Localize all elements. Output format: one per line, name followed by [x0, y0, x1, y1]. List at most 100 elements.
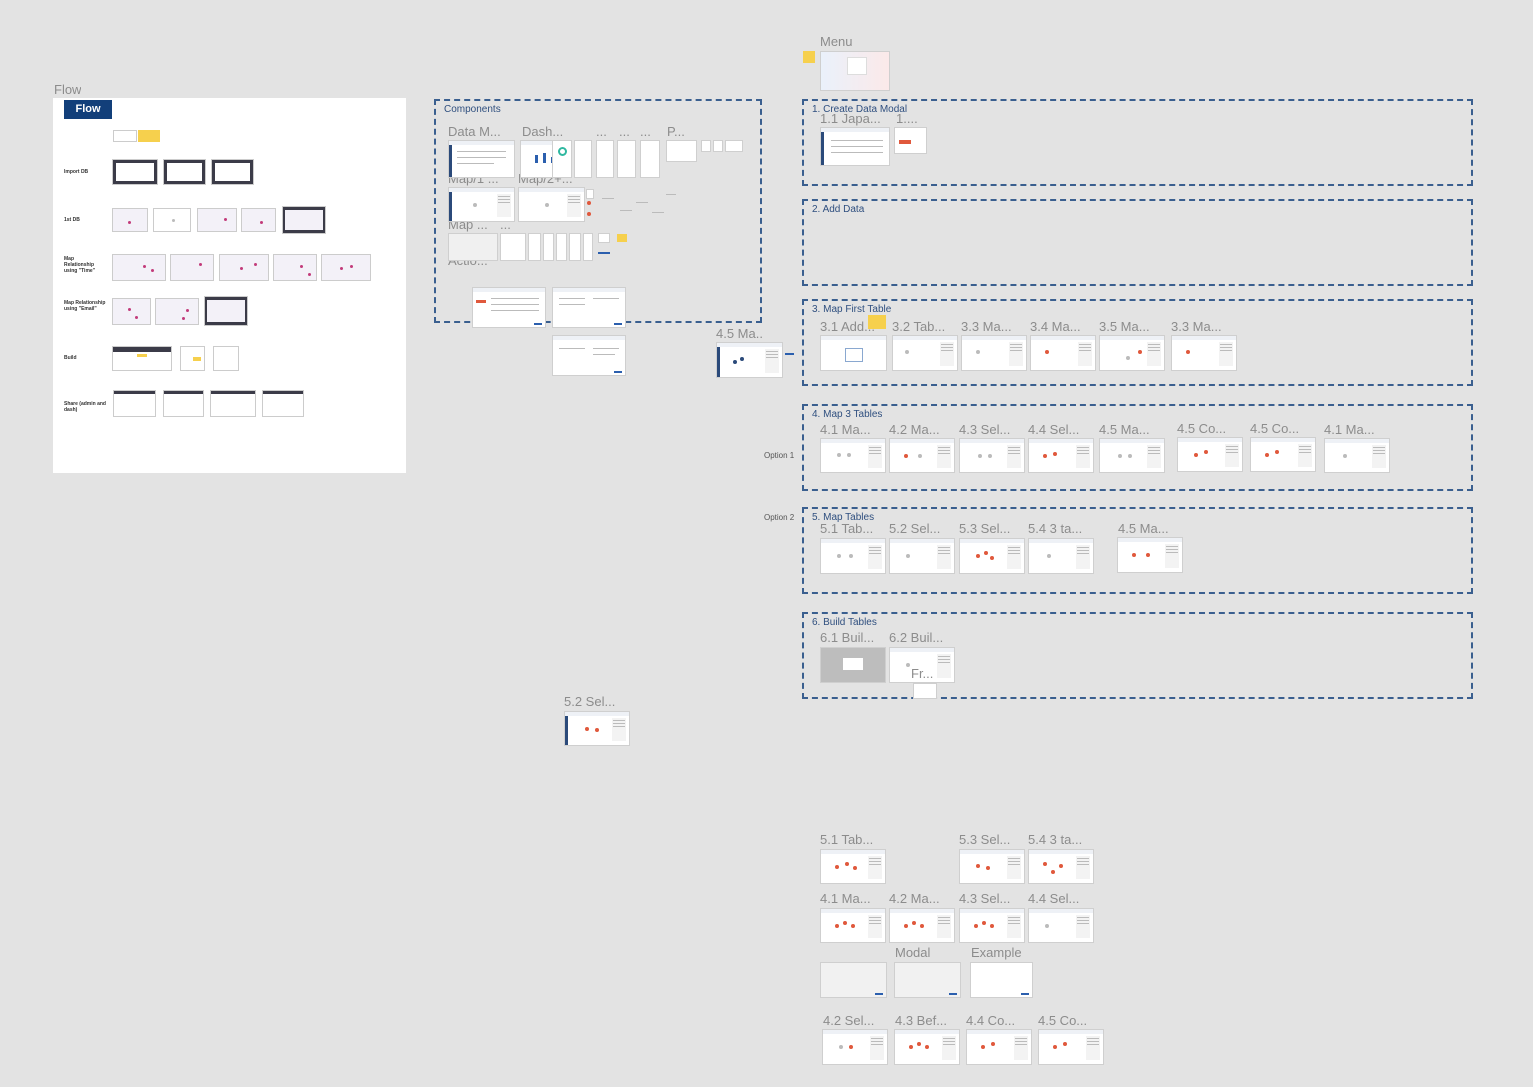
component-label[interactable]: Dash... [522, 124, 564, 139]
sticky-note[interactable] [617, 234, 627, 242]
frame-title[interactable]: 5.3 Sel... [959, 521, 1011, 536]
component-frame[interactable] [583, 233, 593, 261]
frame-title[interactable]: 4.3 Sel... [959, 422, 1011, 437]
section-build-tables[interactable] [802, 612, 1473, 699]
screen-frame[interactable] [820, 538, 886, 574]
component-frame[interactable] [552, 335, 626, 376]
frame-title[interactable]: 5.2 Sel... [889, 521, 941, 536]
component-frame[interactable] [586, 189, 594, 199]
component-frame[interactable] [569, 233, 581, 261]
frame-title[interactable]: 6.1 Buil... [820, 630, 875, 645]
component-label[interactable]: ... [640, 124, 651, 139]
screen-frame[interactable] [889, 908, 955, 943]
frame-title[interactable]: 4.1 Ma... [820, 422, 871, 437]
frame-title[interactable]: 4.5 Co... [1177, 421, 1227, 436]
screen-frame[interactable] [820, 127, 890, 166]
screen-frame[interactable] [889, 647, 955, 683]
section-title[interactable]: 6. Build Tables [812, 617, 877, 628]
screen-frame[interactable] [820, 335, 887, 371]
screen-frame[interactable] [959, 438, 1025, 473]
screen-frame[interactable] [889, 538, 955, 574]
component-frame[interactable] [701, 140, 711, 152]
component-frame[interactable] [556, 233, 567, 261]
screen-frame[interactable] [1038, 1029, 1104, 1065]
frame-title[interactable]: 5.3 Sel... [959, 832, 1011, 847]
frame-title[interactable]: 3.3 Ma... [1171, 319, 1222, 334]
frame-title[interactable]: 4.5 Ma... [1099, 422, 1150, 437]
option-label[interactable]: Option 2 [764, 513, 795, 522]
component-label[interactable]: ... [596, 124, 607, 139]
frame-title[interactable]: 5.1 Tab... [820, 521, 874, 536]
component-label[interactable]: Data M... [448, 124, 501, 139]
frame-title[interactable]: 5.2 Sel... [564, 694, 616, 709]
screen-frame[interactable] [892, 335, 958, 371]
frame-title[interactable]: 6.2 Buil... [889, 630, 944, 645]
screen-frame[interactable] [959, 849, 1025, 884]
option-label[interactable]: Option 1 [764, 451, 795, 460]
frame-title[interactable]: 3.2 Tab... [892, 319, 946, 334]
frame-title[interactable]: 4.2 Ma... [889, 422, 940, 437]
flow-frame-title[interactable]: Flow [54, 82, 82, 97]
section-title[interactable]: 4. Map 3 Tables [812, 409, 883, 420]
section-title[interactable]: 3. Map First Table [812, 304, 892, 315]
component-label[interactable]: P... [667, 124, 685, 139]
component-frame[interactable] [472, 287, 546, 328]
screen-frame[interactable] [970, 962, 1033, 998]
component-frame[interactable] [598, 233, 610, 243]
frame-title[interactable]: 4.4 Co... [966, 1013, 1016, 1028]
frame-title[interactable]: 3.3 Ma... [961, 319, 1012, 334]
component-frame[interactable] [552, 287, 626, 328]
component-frame[interactable] [500, 233, 526, 261]
component-label[interactable]: ... [500, 217, 511, 232]
frame-title[interactable]: 4.1 Ma... [1324, 422, 1375, 437]
screen-frame[interactable] [822, 1029, 888, 1065]
screen-frame[interactable] [1099, 335, 1165, 371]
sticky-note[interactable] [868, 315, 886, 329]
component-frame[interactable] [596, 140, 614, 178]
menu-frame-title[interactable]: Menu [820, 34, 853, 49]
component-frame[interactable] [725, 140, 743, 152]
frame-title[interactable]: 4.4 Sel... [1028, 422, 1080, 437]
frame-title[interactable]: 3.4 Ma... [1030, 319, 1081, 334]
frame-title[interactable]: 5.4 3 ta... [1028, 832, 1083, 847]
frame-title[interactable]: 4.4 Sel... [1028, 891, 1080, 906]
frame-title[interactable]: 4.5 Ma... [716, 326, 764, 341]
screen-frame[interactable] [966, 1029, 1032, 1065]
frame-title[interactable]: 5.4 3 ta... [1028, 521, 1083, 536]
screen-frame[interactable] [1028, 538, 1094, 574]
component-frame[interactable] [574, 140, 592, 178]
screen-frame[interactable] [889, 438, 955, 473]
section-title[interactable]: 2. Add Data [812, 204, 865, 215]
screen-frame[interactable] [1030, 335, 1096, 371]
screen-frame[interactable] [1028, 438, 1094, 473]
screen-frame[interactable] [894, 127, 927, 154]
component-label[interactable]: ... [619, 124, 630, 139]
frame-title[interactable]: 4.3 Sel... [959, 891, 1011, 906]
section-map-3-tables[interactable] [802, 404, 1473, 491]
screen-frame[interactable] [1250, 437, 1316, 472]
screen-frame[interactable] [820, 908, 886, 943]
screen-frame[interactable] [1028, 849, 1094, 884]
component-frame[interactable] [666, 140, 697, 162]
frame-title[interactable]: Fr... [911, 666, 934, 681]
screen-frame[interactable] [820, 647, 886, 683]
screen-frame[interactable] [894, 962, 961, 998]
screen-frame[interactable] [820, 849, 886, 884]
component-frame[interactable] [448, 233, 498, 261]
component-frame[interactable] [617, 140, 636, 178]
component-frame[interactable] [543, 233, 554, 261]
component-frame[interactable] [713, 140, 723, 152]
screen-frame[interactable] [820, 962, 887, 998]
screen-frame[interactable] [1099, 438, 1165, 473]
screen-frame[interactable] [716, 342, 783, 378]
screen-frame[interactable] [1171, 335, 1237, 371]
frame-title[interactable]: Example [971, 945, 1022, 960]
screen-frame[interactable] [1117, 537, 1183, 573]
screen-frame[interactable] [961, 335, 1027, 371]
screen-frame[interactable] [820, 438, 886, 473]
frame-title[interactable]: Modal [895, 945, 931, 960]
frame-title[interactable]: 4.5 Co... [1250, 421, 1300, 436]
frame-title[interactable]: 4.1 Ma... [820, 891, 871, 906]
frame-title[interactable]: 4.5 Co... [1038, 1013, 1088, 1028]
screen-frame[interactable] [1177, 437, 1243, 472]
